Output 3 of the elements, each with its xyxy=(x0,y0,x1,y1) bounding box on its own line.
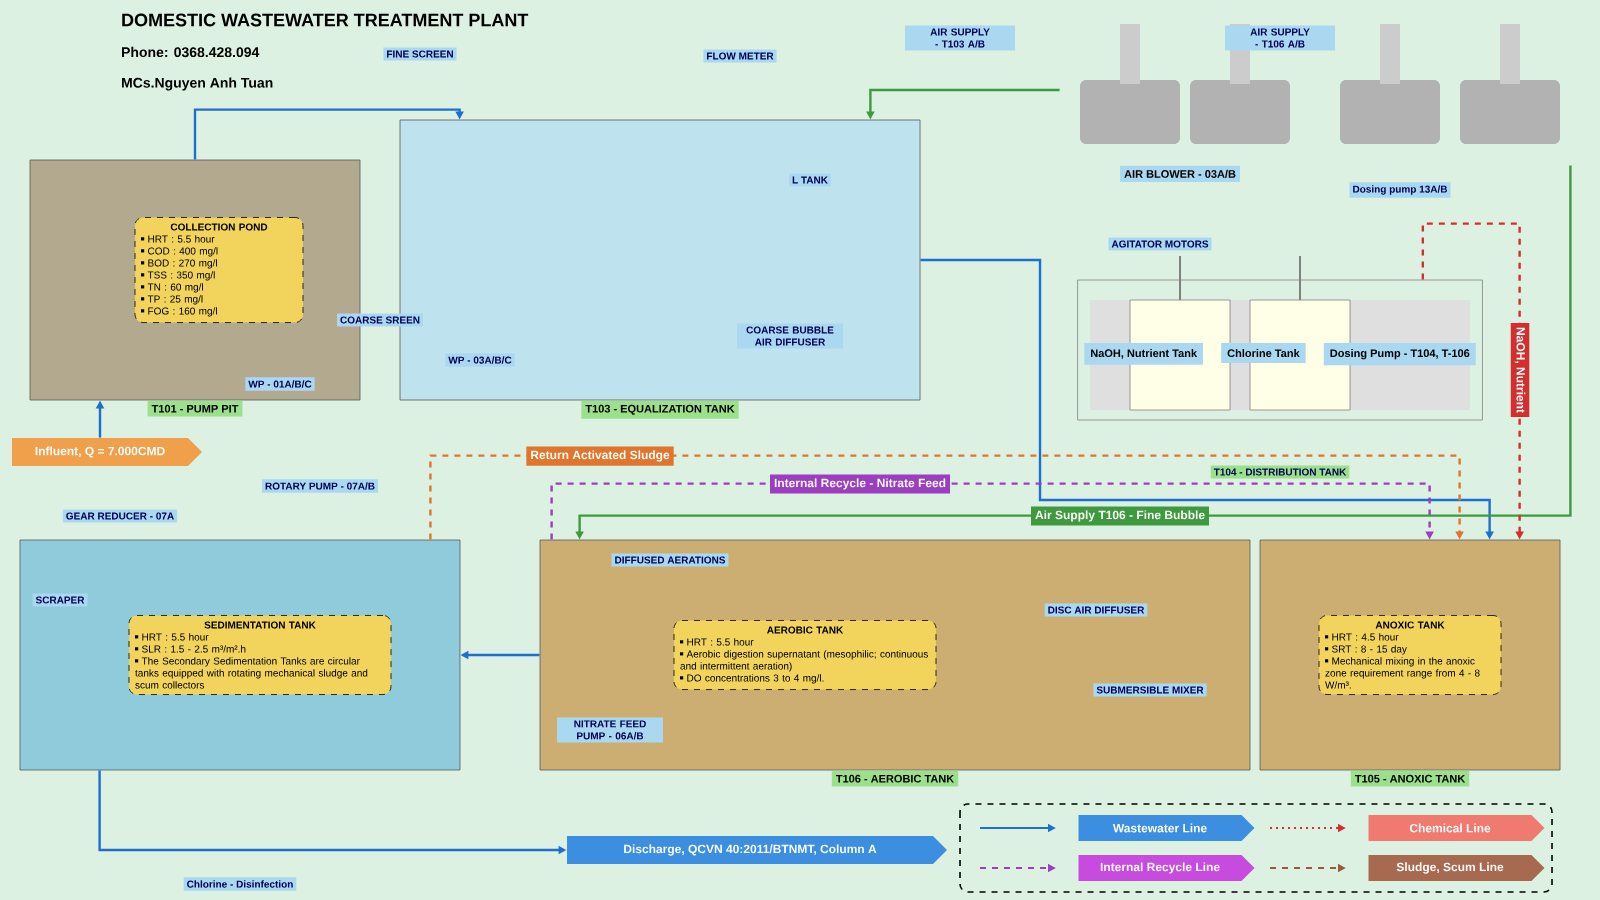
blower-drawing xyxy=(1340,24,1560,144)
pipe-line xyxy=(193,108,464,160)
title: DOMESTIC WASTEWATER TREATMENT PLANT xyxy=(122,13,529,27)
